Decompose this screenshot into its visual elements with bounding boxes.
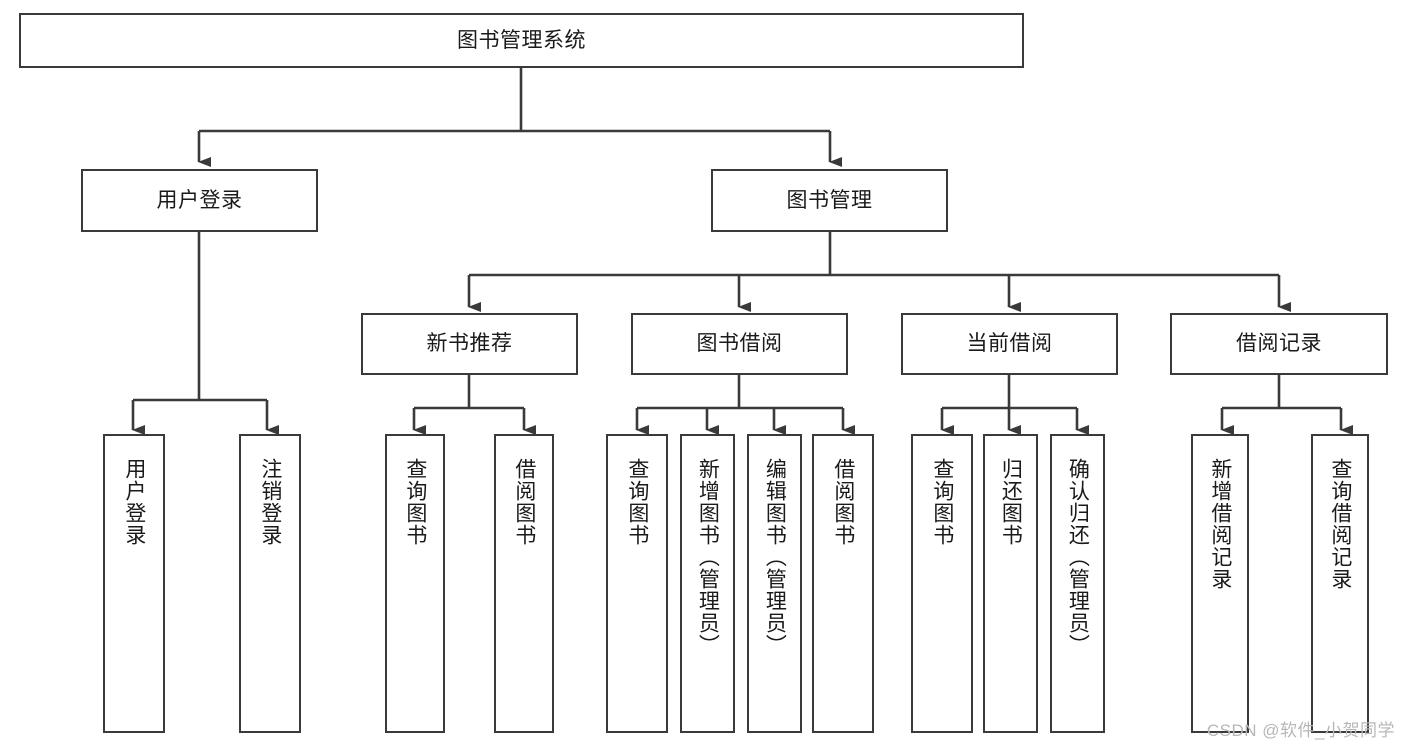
node-label: 新书推荐	[426, 332, 513, 356]
node-label: 图书借阅	[696, 332, 783, 356]
node-label: 图书管理	[786, 188, 873, 212]
leaf-current-borrow-return-book[interactable]: 归还图书	[983, 434, 1038, 733]
node-new-book-recommend[interactable]: 新书推荐	[361, 313, 578, 375]
node-label: 查询图书	[403, 458, 427, 546]
node-label: 查询图书	[625, 458, 649, 546]
node-label: 查询借阅记录	[1328, 458, 1352, 590]
node-user-login[interactable]: 用户登录	[81, 169, 318, 232]
node-book-management[interactable]: 图书管理	[711, 169, 948, 232]
node-label: 借阅图书	[831, 458, 855, 546]
node-label: 新增借阅记录	[1208, 458, 1232, 590]
leaf-book-borrow-query-book[interactable]: 查询图书	[606, 434, 668, 733]
node-current-borrow[interactable]: 当前借阅	[901, 313, 1118, 375]
node-label: 用户登录	[156, 188, 243, 212]
node-label: 当前借阅	[966, 332, 1053, 356]
leaf-new-book-borrow-book[interactable]: 借阅图书	[494, 434, 554, 733]
leaf-book-borrow-borrow-book[interactable]: 借阅图书	[812, 434, 874, 733]
node-label: 用户登录	[122, 458, 146, 546]
node-root-book-management-system[interactable]: 图书管理系统	[19, 13, 1024, 68]
leaf-borrow-record-query-record[interactable]: 查询借阅记录	[1311, 434, 1369, 733]
leaf-borrow-record-add-record[interactable]: 新增借阅记录	[1191, 434, 1249, 733]
leaf-book-borrow-add-book-admin[interactable]: 新增图书（管理员）	[680, 434, 735, 733]
leaf-user-login-login[interactable]: 用户登录	[103, 434, 165, 733]
node-label: 归还图书	[999, 458, 1023, 546]
leaf-book-borrow-edit-book-admin[interactable]: 编辑图书（管理员）	[747, 434, 802, 733]
node-label: 借阅记录	[1236, 332, 1322, 356]
node-borrow-record[interactable]: 借阅记录	[1170, 313, 1388, 375]
watermark-text: CSDN @软件_小贺同学	[1206, 721, 1395, 740]
node-label: 编辑图书（管理员）	[763, 458, 787, 656]
node-label: 图书管理系统	[457, 28, 586, 52]
node-label: 查询图书	[930, 458, 954, 546]
leaf-new-book-query-book[interactable]: 查询图书	[385, 434, 445, 733]
node-label: 新增图书（管理员）	[696, 458, 720, 656]
leaf-current-borrow-query-book[interactable]: 查询图书	[911, 434, 973, 733]
leaf-user-login-logout[interactable]: 注销登录	[239, 434, 301, 733]
leaf-current-borrow-confirm-return-admin[interactable]: 确认归还（管理员）	[1050, 434, 1105, 733]
node-label: 借阅图书	[512, 458, 536, 546]
node-label: 注销登录	[258, 458, 282, 546]
node-book-borrow[interactable]: 图书借阅	[631, 313, 848, 375]
node-label: 确认归还（管理员）	[1066, 458, 1090, 656]
